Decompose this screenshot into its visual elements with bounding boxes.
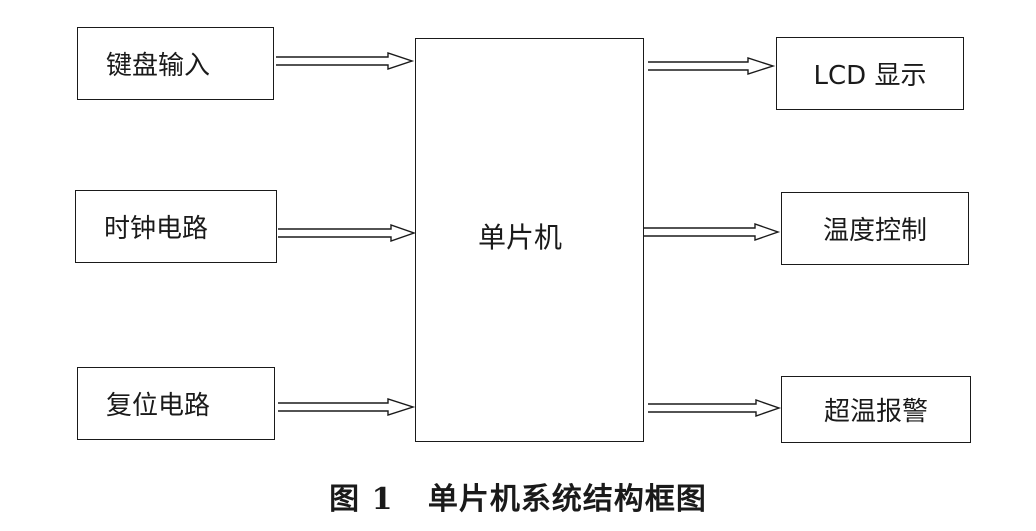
keyboard-input-label: 键盘输入 <box>106 51 211 81</box>
figure-caption: 图 1 单片机系统结构框图 <box>329 482 707 517</box>
over-temperature-alarm-label: 超温报警 <box>823 397 928 427</box>
temperature-control-label: 温度控制 <box>822 216 927 246</box>
arrow-mcu-to-lcd <box>648 57 776 75</box>
arrow-keyboard-to-mcu <box>276 52 415 70</box>
mcu-label: 单片机 <box>478 221 563 254</box>
arrow-clock-to-mcu <box>278 224 417 242</box>
arrow-mcu-to-alarm <box>648 399 782 417</box>
arrow-mcu-to-temperature-control <box>644 223 781 241</box>
arrow-reset-to-mcu <box>278 398 416 416</box>
reset-circuit-block: 复位电路 <box>77 367 275 440</box>
keyboard-input-block: 键盘输入 <box>77 27 274 100</box>
clock-circuit-label: 时钟电路 <box>104 214 209 244</box>
clock-circuit-block: 时钟电路 <box>75 190 277 263</box>
temperature-control-block: 温度控制 <box>781 192 969 265</box>
mcu-block <box>415 38 644 442</box>
lcd-display-label: LCD 显示 <box>813 61 927 91</box>
over-temperature-alarm-block: 超温报警 <box>781 376 971 443</box>
lcd-display-block: LCD 显示 <box>776 37 964 110</box>
reset-circuit-label: 复位电路 <box>106 391 211 421</box>
